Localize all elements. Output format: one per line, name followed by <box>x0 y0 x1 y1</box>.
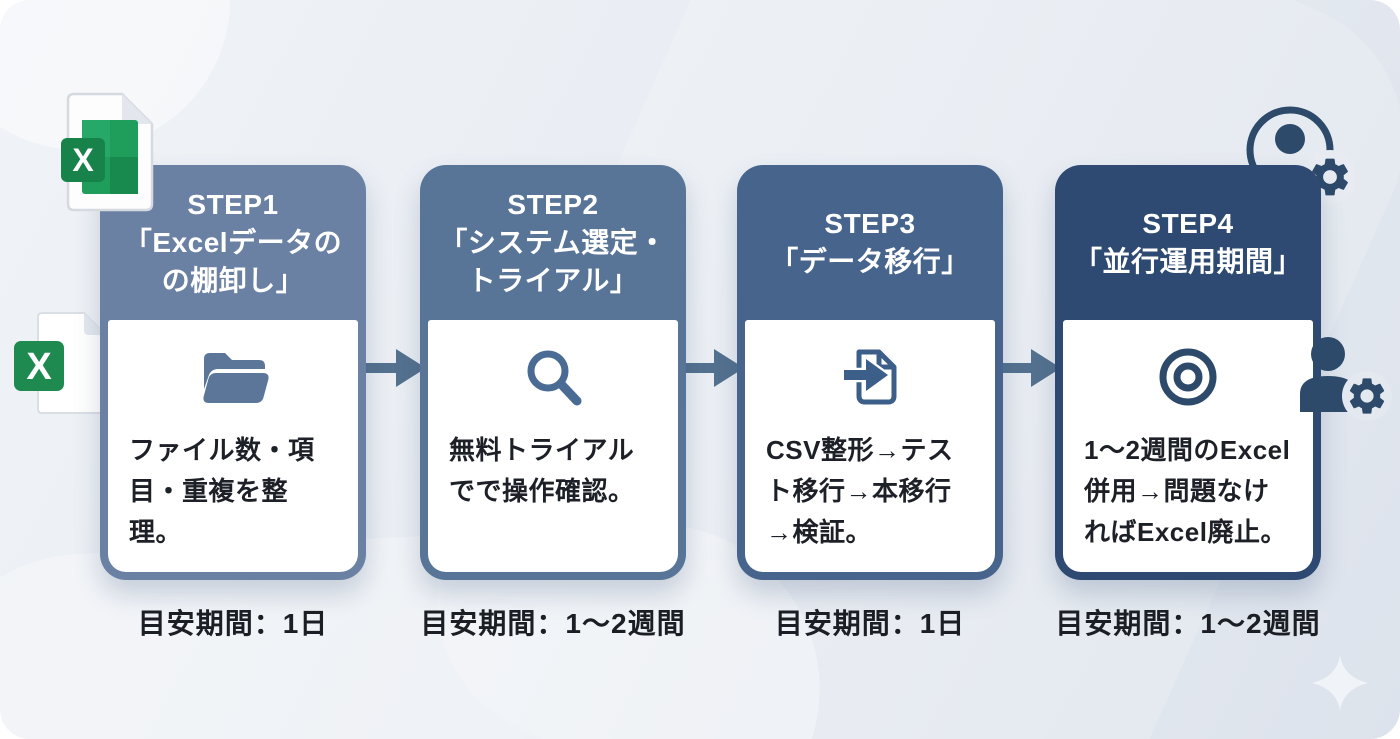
document-import-icon <box>839 338 901 416</box>
step-card-1: STEP1 「Excelデータの の棚卸し」 ファイル数・項目・重複を整理。 <box>100 165 366 580</box>
step4-title: STEP4 <box>1142 207 1234 239</box>
step2-duration: 目安期間：1〜2週間 <box>420 608 686 639</box>
step2-header: STEP2 「システム選定・ トライアル」 <box>420 165 686 320</box>
target-icon <box>1156 338 1220 416</box>
step1-header: STEP1 「Excelデータの の棚卸し」 <box>100 165 366 320</box>
step4-subtitle: 「並行運用期間」 <box>1073 245 1302 277</box>
step1-title: STEP1 <box>187 188 279 220</box>
step4-header: STEP4 「並行運用期間」 <box>1055 165 1321 320</box>
arrow-right-icon <box>680 345 746 391</box>
step1-subtitle: 「Excelデータの の棚卸し」 <box>123 226 343 296</box>
step3-description: CSV整形→テスト移行→本移行→検証。 <box>766 435 954 547</box>
svg-text:X: X <box>72 142 94 178</box>
sparkle-icon <box>1310 653 1370 713</box>
arrow-right-icon <box>997 345 1063 391</box>
excel-file-icon: X <box>12 311 112 415</box>
step2-description: 無料トライアルでで操作確認。 <box>449 435 635 506</box>
step4-body: 1〜2週間のExcel併用→問題なければExcel廃止。 <box>1063 320 1313 572</box>
step-card-2: STEP2 「システム選定・ トライアル」 無料トライアルでで操作確認。 <box>420 165 686 580</box>
step1-body: ファイル数・項目・重複を整理。 <box>108 320 358 572</box>
step1-description: ファイル数・項目・重複を整理。 <box>129 435 315 547</box>
step-card-4: STEP4 「並行運用期間」 1〜2週間のExcel併用→問題なければExcel… <box>1055 165 1321 580</box>
step3-duration: 目安期間：1日 <box>774 608 966 639</box>
step4-description: 1〜2週間のExcel併用→問題なければExcel廃止。 <box>1084 435 1291 547</box>
search-icon <box>521 338 585 416</box>
step3-header: STEP3 「データ移行」 <box>737 165 1003 320</box>
step2-title: STEP2 <box>507 188 599 220</box>
step2-body: 無料トライアルでで操作確認。 <box>428 320 678 572</box>
step3-title: STEP3 <box>824 207 916 239</box>
svg-text:X: X <box>26 346 52 388</box>
arrow-right-icon <box>362 345 428 391</box>
step3-subtitle: 「データ移行」 <box>770 245 970 277</box>
step4-duration: 目安期間：1〜2週間 <box>1055 608 1321 639</box>
step-card-3: STEP3 「データ移行」 CSV整形→テスト移行→本移行→検証。 <box>737 165 1003 580</box>
excel-file-icon: X <box>58 90 158 216</box>
person-gear-icon <box>1292 332 1396 432</box>
folder-open-icon <box>196 338 270 416</box>
step2-subtitle: 「システム選定・ トライアル」 <box>439 226 667 296</box>
step3-body: CSV整形→テスト移行→本移行→検証。 <box>745 320 995 572</box>
step1-duration: 目安期間：1日 <box>137 608 329 639</box>
